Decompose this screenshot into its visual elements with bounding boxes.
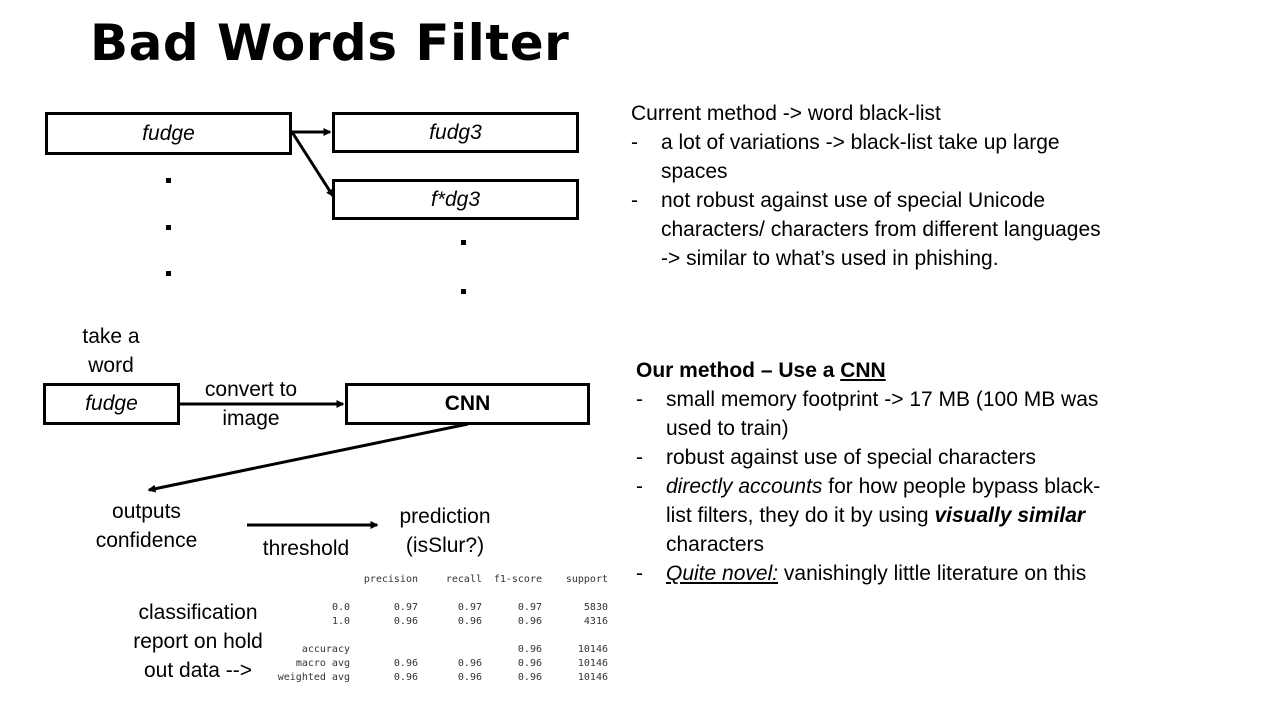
report-label: classification report on hold out data -… bbox=[133, 601, 263, 682]
report-row-label: accuracy bbox=[301, 643, 350, 655]
variant-word-1: fudg3 bbox=[429, 120, 482, 144]
our-method-heading: Our method – Use a CNN bbox=[636, 356, 1116, 385]
report-support: 10146 bbox=[577, 657, 608, 669]
emphasis-visually-similar: visually similar bbox=[934, 504, 1086, 527]
take-word-label: take a word bbox=[82, 325, 140, 377]
variant-box-1: fudg3 bbox=[332, 112, 579, 153]
report-precision: 0.96 bbox=[393, 657, 418, 669]
bullet-text: vanishingly little literature on this bbox=[778, 562, 1087, 585]
report-support: 4316 bbox=[583, 615, 608, 627]
our-method-heading-cnn: CNN bbox=[840, 359, 886, 382]
report-recall bbox=[418, 642, 482, 656]
bullet-text: for how people bypass black-list filters… bbox=[666, 475, 1101, 527]
source-word-box: fudge bbox=[45, 112, 292, 155]
report-row-label: 0.0 bbox=[331, 601, 350, 613]
report-spacer-row bbox=[272, 628, 608, 642]
report-f1: 0.96 bbox=[517, 671, 542, 683]
report-header-recall: recall bbox=[445, 573, 482, 585]
report-recall: 0.96 bbox=[457, 671, 482, 683]
variant-word-2: f*dg3 bbox=[430, 187, 481, 211]
report-f1: 0.96 bbox=[517, 657, 542, 669]
our-method-bullet: small memory footprint -> 17 MB (100 MB … bbox=[636, 385, 1116, 443]
ellipsis-dot bbox=[166, 225, 171, 230]
current-method-bullet: a lot of variations -> black-list take u… bbox=[631, 128, 1111, 186]
slide-title: Bad Words Filter bbox=[90, 14, 570, 72]
report-row: macro avg 0.96 0.96 0.96 10146 bbox=[272, 656, 608, 670]
report-table: precision recall f1-score support 0.0 0.… bbox=[272, 572, 608, 684]
report-header-support: support bbox=[565, 573, 608, 585]
current-method-notes: Current method -> word black-list a lot … bbox=[631, 99, 1111, 273]
ellipsis-dot bbox=[461, 240, 466, 245]
arrow-to-variant-2 bbox=[290, 131, 335, 198]
ellipsis-dot bbox=[166, 271, 171, 276]
ellipsis-dot bbox=[461, 289, 466, 294]
current-method-bullet: not robust against use of special Unicod… bbox=[631, 186, 1111, 273]
report-support: 10146 bbox=[577, 643, 608, 655]
our-method-list: small memory footprint -> 17 MB (100 MB … bbox=[636, 385, 1116, 588]
report-header-f1: f1-score bbox=[493, 573, 542, 585]
ellipsis-dot bbox=[166, 178, 171, 183]
our-method-heading-text: Our method – Use a bbox=[636, 359, 841, 382]
our-method-bullet: robust against use of special characters bbox=[636, 443, 1116, 472]
report-row-label: 1.0 bbox=[331, 615, 350, 627]
emphasis-quite-novel: Quite novel: bbox=[666, 562, 779, 585]
classification-report: precision recall f1-score support 0.0 0.… bbox=[272, 572, 614, 696]
arrow-to-outputs bbox=[147, 422, 469, 493]
our-method-bullet: directly accounts for how people bypass … bbox=[636, 472, 1116, 559]
report-header-row: precision recall f1-score support bbox=[272, 572, 608, 586]
report-row: 0.0 0.97 0.97 0.97 5830 bbox=[272, 600, 608, 614]
report-precision bbox=[350, 642, 418, 656]
report-recall: 0.96 bbox=[457, 657, 482, 669]
report-row: 1.0 0.96 0.96 0.96 4316 bbox=[272, 614, 608, 628]
report-f1: 0.96 bbox=[517, 643, 542, 655]
report-f1: 0.97 bbox=[517, 601, 542, 613]
input-word: fudge bbox=[85, 392, 138, 415]
our-method-notes: Our method – Use a CNN small memory foot… bbox=[636, 356, 1116, 588]
report-header-precision: precision bbox=[363, 573, 418, 585]
input-word-box: fudge bbox=[43, 383, 180, 425]
report-recall: 0.96 bbox=[457, 615, 482, 627]
report-precision: 0.96 bbox=[393, 671, 418, 683]
report-recall: 0.97 bbox=[457, 601, 482, 613]
threshold-label: threshold bbox=[262, 537, 350, 560]
report-precision: 0.96 bbox=[393, 615, 418, 627]
variant-box-2: f*dg3 bbox=[332, 179, 579, 220]
outputs-confidence-label: outputs confidence bbox=[95, 500, 198, 552]
prediction-label: prediction (isSlur?) bbox=[399, 505, 491, 557]
emphasis-directly-accounts: directly accounts bbox=[666, 475, 823, 498]
report-row-label: weighted avg bbox=[277, 671, 350, 683]
our-method-bullet: Quite novel: vanishingly little literatu… bbox=[636, 559, 1116, 588]
current-method-heading: Current method -> word black-list bbox=[631, 102, 941, 125]
report-spacer-row bbox=[272, 586, 608, 600]
report-support: 5830 bbox=[583, 601, 608, 613]
report-row: accuracy 0.96 10146 bbox=[272, 642, 608, 656]
source-word: fudge bbox=[142, 121, 195, 145]
report-row-label: macro avg bbox=[295, 657, 350, 669]
report-row: weighted avg 0.96 0.96 0.96 10146 bbox=[272, 670, 608, 684]
report-support: 10146 bbox=[577, 671, 608, 683]
report-precision: 0.97 bbox=[393, 601, 418, 613]
convert-label: convert to image bbox=[204, 378, 298, 430]
report-f1: 0.96 bbox=[517, 615, 542, 627]
bullet-text: characters bbox=[666, 533, 765, 556]
current-method-list: a lot of variations -> black-list take u… bbox=[631, 128, 1111, 273]
cnn-label: CNN bbox=[444, 392, 491, 415]
